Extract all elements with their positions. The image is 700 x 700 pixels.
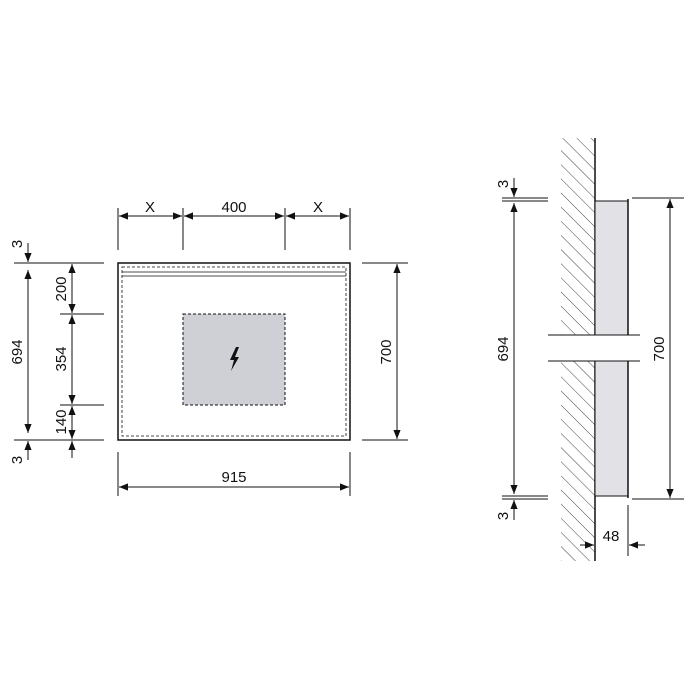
dim-label-700: 700 xyxy=(378,339,395,364)
front-view xyxy=(14,208,408,496)
dim-label-gap-bottom: 3 xyxy=(9,456,26,464)
front-view-labels: X 400 X 3 694 3 200 354 140 700 915 xyxy=(9,199,395,486)
dim-label-200: 200 xyxy=(53,276,70,301)
wall-hatching xyxy=(561,361,595,561)
dim-label-354: 354 xyxy=(53,346,70,371)
mirror-side-profile xyxy=(594,200,629,336)
dim-label-915: 915 xyxy=(221,469,246,486)
mirror-side-profile xyxy=(594,360,629,497)
dim-label-side-694: 694 xyxy=(495,336,512,361)
dim-label-side-gap-top: 3 xyxy=(495,180,512,188)
dim-label-140: 140 xyxy=(53,409,70,434)
dim-label-x-left: X xyxy=(145,199,155,216)
dim-label-side-700: 700 xyxy=(651,336,668,361)
side-view xyxy=(502,138,684,561)
dim-label-x-right: X xyxy=(313,199,323,216)
dim-label-400: 400 xyxy=(221,199,246,216)
mirror-panel xyxy=(117,262,351,441)
dim-label-694: 694 xyxy=(9,339,26,364)
dim-label-side-gap-bottom: 3 xyxy=(495,512,512,520)
dim-label-depth-48: 48 xyxy=(603,528,620,545)
dim-label-gap-top: 3 xyxy=(9,240,26,248)
lightning-bolt-icon xyxy=(230,347,239,371)
side-view-labels: 3 694 3 700 48 xyxy=(495,180,668,545)
wall-hatching xyxy=(561,138,595,335)
mirror-inner-dashed-outline xyxy=(121,266,347,437)
